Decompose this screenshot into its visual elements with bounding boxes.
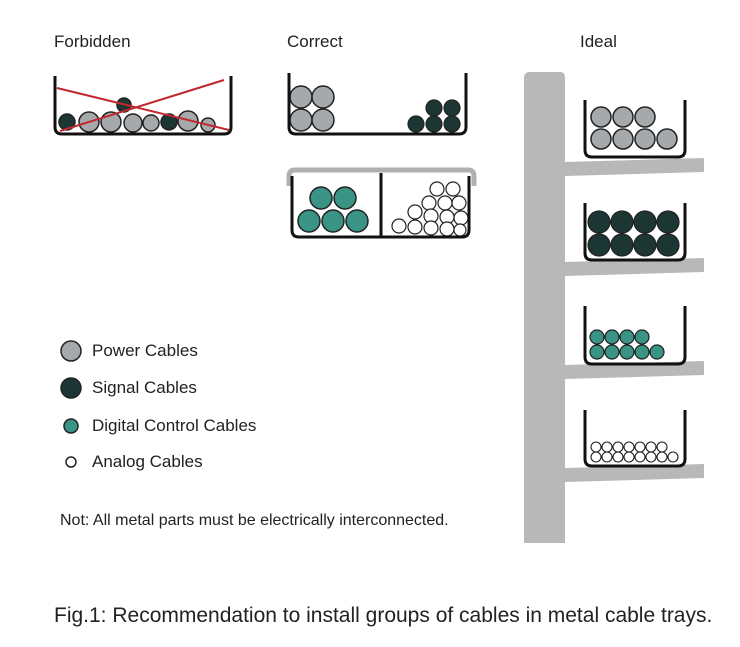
signal-cable-icon (60, 377, 82, 399)
power-cable (289, 85, 313, 109)
heading-correct: Correct (287, 32, 343, 51)
power-cable (289, 108, 313, 132)
forbidden-tray-group (53, 76, 233, 136)
forbidden-cables (58, 97, 216, 133)
note-text: Not: All metal parts must be electricall… (60, 512, 449, 529)
legend-item-digital: Digital Control Cables (60, 415, 256, 437)
signal-cable (443, 115, 461, 133)
signal-cable (407, 115, 425, 133)
legend-label: Analog Cables (92, 452, 203, 471)
digital-control-cable (333, 186, 357, 210)
power-cable (311, 85, 335, 109)
correct-tray-top-group (287, 73, 468, 136)
digital-control-cable (309, 186, 333, 210)
rack-arm (565, 158, 704, 176)
legend-item-signal: Signal Cables (60, 377, 197, 399)
correct-tray-bottom-group (286, 167, 477, 239)
power-cable (123, 113, 143, 133)
correct-tray-bottom (290, 176, 471, 239)
legend-label: Power Cables (92, 341, 198, 360)
rack-post (524, 72, 565, 543)
digital-control-cable-icon (63, 418, 79, 434)
tray-cover (286, 167, 477, 186)
signal-cable (443, 99, 461, 117)
heading-ideal: Ideal (580, 32, 617, 51)
digital-control-cable (345, 209, 369, 233)
cross-line (59, 79, 225, 132)
digital-control-cable (297, 209, 321, 233)
analog-cable-icon (65, 456, 77, 468)
power-cable (142, 114, 160, 132)
rack-arm (565, 258, 704, 276)
power-cable (311, 108, 335, 132)
heading-forbidden: Forbidden (54, 32, 131, 51)
ideal-tray-signal (583, 203, 687, 262)
power-cable-icon (60, 340, 82, 362)
legend-label: Signal Cables (92, 378, 197, 397)
legend-item-analog: Analog Cables (60, 451, 203, 473)
rack-arm (565, 464, 704, 482)
figure-caption: Fig.1: Recommendation to install groups … (54, 604, 713, 627)
legend-item-power: Power Cables (60, 340, 198, 362)
signal-cable (160, 113, 178, 131)
forbidden-tray (53, 76, 233, 136)
cross-line (56, 87, 230, 131)
ideal-tray-analog (583, 410, 687, 468)
digital-control-cable (321, 209, 345, 233)
legend-label: Digital Control Cables (92, 416, 257, 435)
ideal-tray-digital (583, 306, 687, 366)
ideal-tray-power (583, 100, 687, 159)
analog-cable-bundle (391, 181, 469, 237)
correct-tray-top (287, 73, 468, 136)
signal-cable (425, 99, 443, 117)
signal-cable (58, 113, 76, 131)
signal-cable (425, 115, 443, 133)
